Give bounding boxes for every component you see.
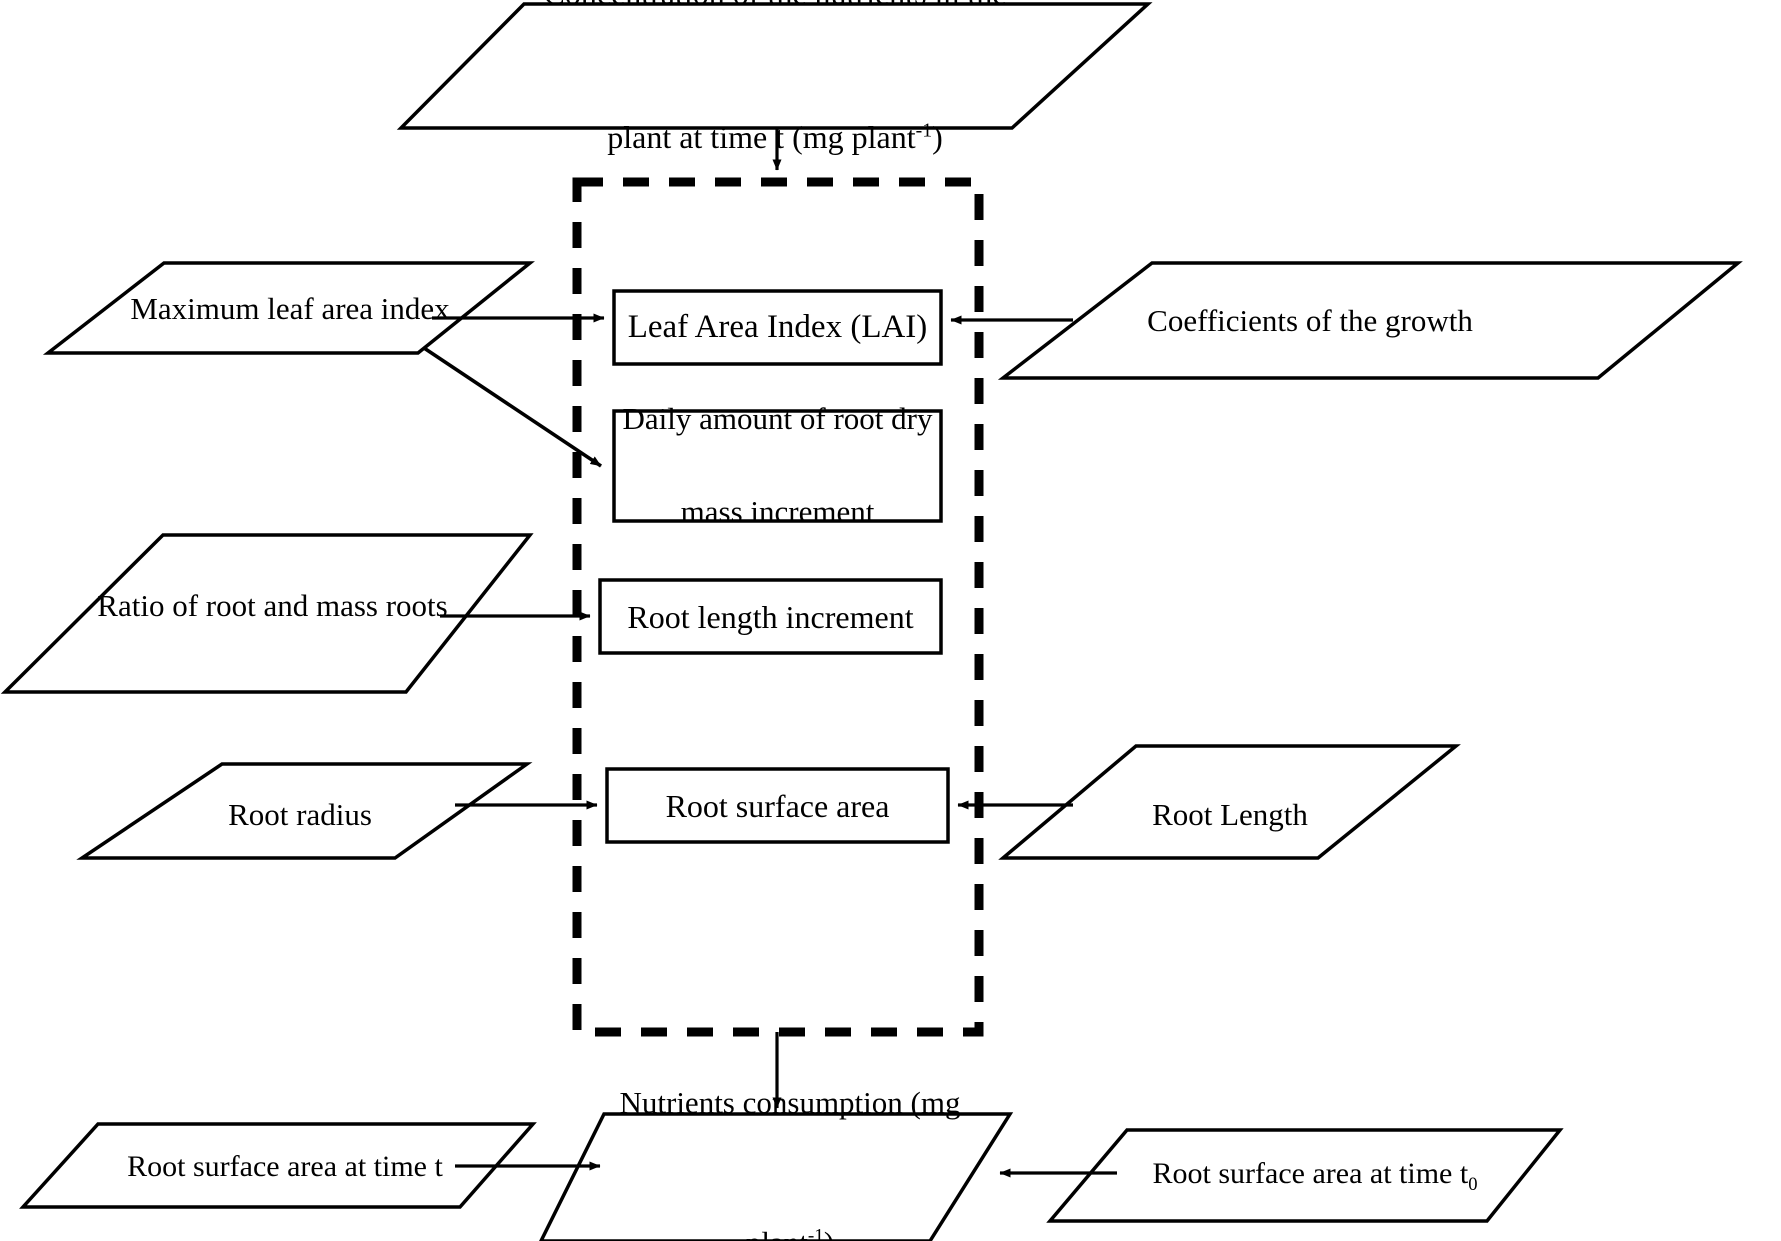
rsa-time-t0-subscript: 0 [1468, 1173, 1478, 1195]
node-root-length-increment-shape [598, 578, 943, 655]
node-ratio-root-label: Ratio of root and mass roots [97, 587, 448, 623]
node-rsa-time-t0-label: Root surface area at time t0 [1115, 1152, 1515, 1194]
node-concentration-label: Concentration of the nutrients in the pl… [500, 0, 1050, 155]
concentration-superscript: -1 [915, 119, 933, 142]
node-coefficients-shape [997, 261, 1743, 380]
node-root-radius-shape [76, 762, 533, 860]
node-nutrients-consumption-shape [539, 1112, 1014, 1241]
node-max-lai-label: Maximum leaf area index [130, 290, 450, 326]
node-daily-root-mass-label: Daily amount of root dry mass increment [614, 401, 941, 529]
node-root-length-increment-label: Root length increment [627, 598, 914, 635]
node-daily-root-mass-shape [612, 409, 943, 523]
node-coefficients-label: Coefficients of the growth [1147, 302, 1473, 338]
node-ratio-root-shape [0, 533, 534, 694]
nutrients-consumption-line-2: plant-1) [595, 1173, 985, 1241]
node-root-length-label: Root Length [1152, 796, 1308, 832]
rsa-time-t0-text: Root surface area at time t0 [1152, 1156, 1478, 1195]
node-concentration-shape [396, 2, 1153, 130]
concentration-line-2: plant at time t (mg plant-1) [607, 119, 943, 155]
model-core-dashed-group [572, 177, 984, 1037]
node-root-surface-area-shape [605, 767, 950, 844]
node-rsa-time-t0-shape [1046, 1128, 1564, 1223]
node-root-surface-area-label: Root surface area [665, 787, 890, 824]
node-max-lai-shape [42, 261, 535, 355]
concentration-line-1: Concentration of the nutrients in the [500, 0, 1050, 17]
node-lai-label: Leaf Area Index (LAI) [627, 308, 928, 345]
nutrients-consumption-superscript: -1 [807, 1225, 824, 1241]
node-rsa-time-t-shape [19, 1122, 537, 1209]
node-nutrients-consumption-label: Nutrients consumption (mg plant-1) [595, 1085, 985, 1241]
node-root-length-shape [998, 744, 1461, 860]
daily-root-mass-line-1: Daily amount of root dry [622, 401, 933, 437]
nutrients-consumption-line-1: Nutrients consumption (mg [619, 1085, 961, 1120]
node-rsa-time-t-label: Root surface area at time t [127, 1149, 443, 1183]
edge-max-lai-to-daily-root-mass [423, 346, 602, 468]
node-lai-shape [612, 289, 943, 366]
node-root-radius-label: Root radius [228, 796, 372, 832]
daily-root-mass-line-2: mass increment [680, 494, 875, 530]
